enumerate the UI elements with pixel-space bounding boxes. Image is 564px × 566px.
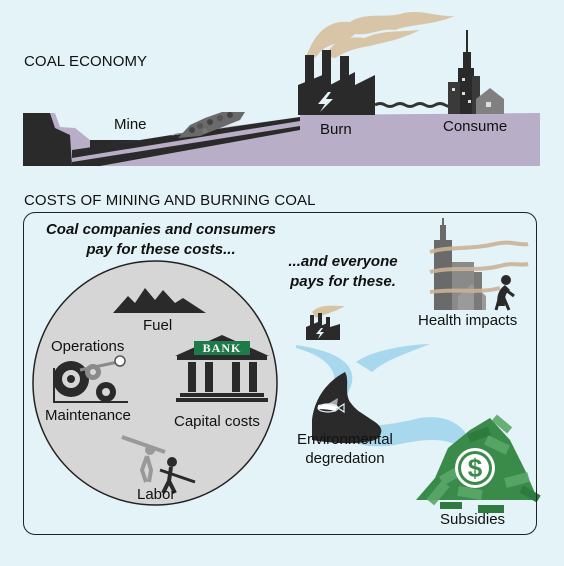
fuel-label: Fuel	[143, 317, 173, 334]
power-line	[374, 102, 456, 108]
operations-label: Operations	[51, 338, 125, 355]
companies-caption-line1: Coal companies and consumers	[45, 221, 277, 238]
sick-person-icon	[494, 275, 515, 311]
coal-economy-title: COAL ECONOMY	[24, 53, 148, 70]
dead-fish-icon	[317, 402, 345, 414]
everyone-caption-line2: pays for these.	[290, 273, 396, 290]
bank-sign: BANK	[202, 341, 242, 355]
small-factory-icon	[306, 305, 345, 340]
fuel-mountain-icon	[113, 288, 206, 313]
burn-label: Burn	[320, 121, 352, 138]
laborer-icon	[121, 435, 196, 494]
money-pile-icon	[416, 414, 541, 513]
mine-label: Mine	[114, 116, 147, 133]
companies-caption: Coal companies and consumers pay for the…	[34, 220, 288, 260]
bank-icon	[175, 335, 269, 402]
labor-label: Labor	[137, 486, 176, 503]
everyone-caption: ...and everyone pays for these.	[278, 252, 408, 292]
ground-strip	[23, 113, 540, 166]
costs-box	[23, 212, 537, 535]
maintenance-label: Maintenance	[45, 407, 131, 424]
environmental-label-line2: degredation	[305, 450, 385, 467]
companies-caption-line2: pay for these costs...	[86, 241, 236, 258]
subsidies-label: Subsidies	[440, 511, 506, 528]
dollar-sign-icon: $	[467, 453, 483, 483]
environmental-label-line1: Environmental	[297, 431, 393, 448]
city-skyline	[448, 30, 504, 114]
gears-icon	[53, 355, 128, 403]
polluted-land-icon	[312, 372, 382, 444]
private-costs-circle	[32, 260, 278, 506]
power-plant	[298, 50, 375, 115]
consume-label: Consume	[443, 118, 508, 135]
everyone-caption-line1: ...and everyone	[288, 253, 398, 270]
environmental-label: Environmental degredation	[297, 430, 393, 468]
costs-title: COSTS OF MINING AND BURNING COAL	[24, 192, 316, 209]
factory-smoke	[305, 12, 455, 60]
capital-costs-label: Capital costs	[174, 413, 260, 430]
health-city-icon	[429, 218, 529, 310]
coal-pile	[178, 112, 245, 138]
health-impacts-label: Health impacts	[418, 312, 518, 329]
